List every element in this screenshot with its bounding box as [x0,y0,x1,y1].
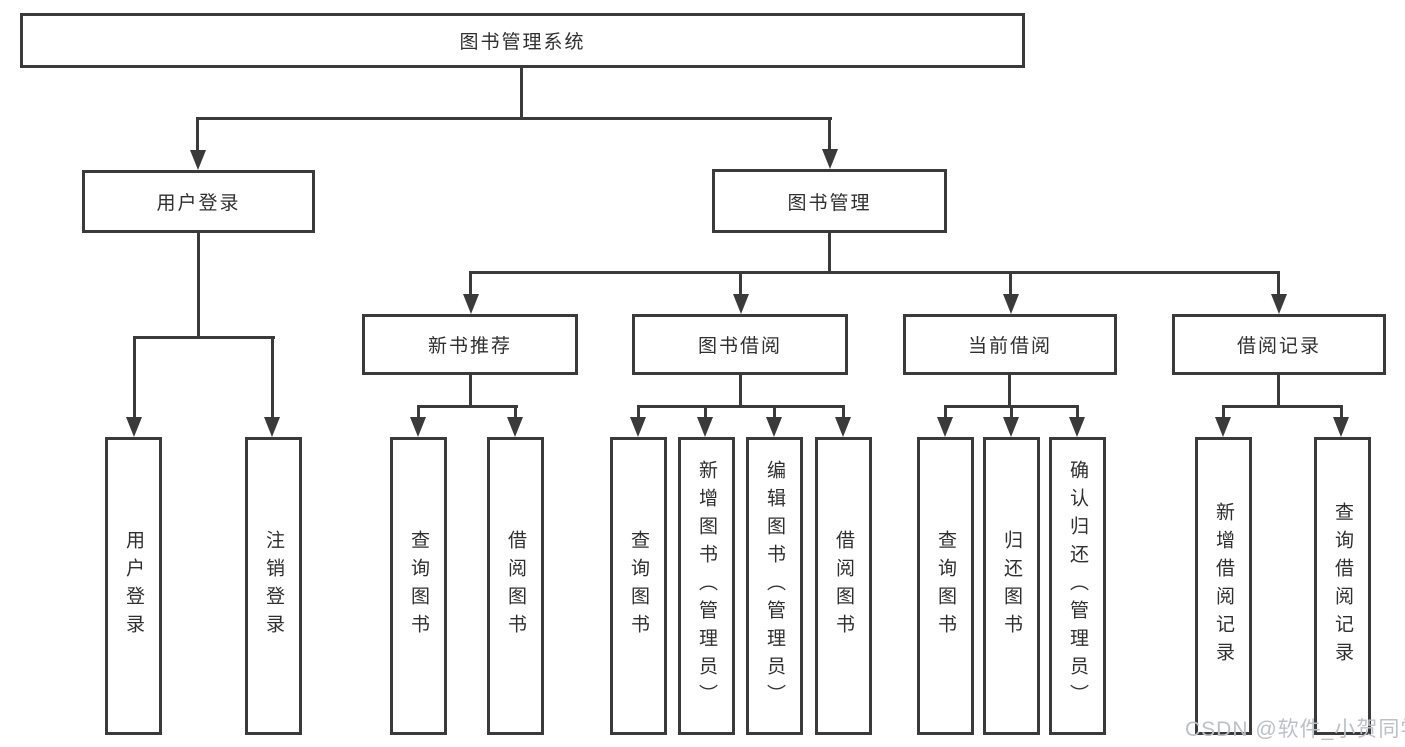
node-label: 注销登录 [263,530,284,642]
node-label: 确认归还（管理员） [1067,460,1088,712]
node-leaf-borrow-books: 借阅图书 [815,437,872,735]
connector-line [1008,375,1011,408]
node-user-login-branch: 用户登录 [82,170,315,233]
node-label: 借阅记录 [1236,336,1321,357]
arrow-down-icon [1333,417,1349,437]
node-leaf-return-books: 归还图书 [983,437,1040,735]
connector-line [271,336,274,418]
arrow-down-icon [1003,294,1019,314]
connector-line [196,117,832,120]
arrow-down-icon [507,417,523,437]
node-leaf-query-books-current: 查询图书 [917,437,974,735]
connector-line [417,405,420,419]
node-leaf-add-books-admin: 新增图书（管理员） [678,437,735,735]
arrow-down-icon [463,294,479,314]
node-borrowing-records: 借阅记录 [1172,314,1386,375]
node-label: 图书管理系统 [459,32,586,53]
node-library-management-system: 图书管理系统 [20,13,1025,68]
node-label: 查询图书 [628,530,649,642]
connector-line [828,233,831,274]
connector-line [1009,271,1012,297]
connector-line [417,405,518,408]
connector-line [1277,375,1280,408]
node-label: 新增图书（管理员） [696,460,717,712]
arrow-down-icon [264,417,280,437]
connector-line [133,336,275,339]
node-leaf-query-borrow-record: 查询借阅记录 [1314,437,1371,735]
node-leaf-borrow-books-recommend: 借阅图书 [487,437,544,735]
arrow-down-icon [630,417,646,437]
arrow-down-icon [190,150,206,170]
connector-line [828,117,831,150]
node-label: 图书管理 [787,192,872,214]
node-book-borrowing: 图书借阅 [632,314,848,375]
node-label: 借阅图书 [833,530,854,642]
arrow-down-icon [822,149,838,169]
connector-line [520,68,523,120]
connector-line [469,375,472,408]
connector-line [704,405,707,419]
connector-line [469,271,472,297]
node-label: 借阅图书 [505,530,526,642]
connector-line [514,405,517,419]
connector-line [1222,405,1343,408]
watermark: CSDN @软件_小贺同学 [1185,718,1405,741]
connector-line [739,271,742,297]
connector-line [1277,271,1280,297]
node-leaf-edit-books-admin: 编辑图书（管理员） [746,437,803,735]
node-current-borrowing: 当前借阅 [903,314,1117,375]
arrow-down-icon [766,417,782,437]
arrow-down-icon [733,294,749,314]
arrow-down-icon [1215,417,1231,437]
connector-line [842,405,845,419]
node-leaf-query-books-borrowing: 查询图书 [610,437,667,735]
node-label: 查询借阅记录 [1332,502,1353,670]
node-label: 用户登录 [156,193,241,214]
arrow-down-icon [1003,417,1019,437]
connector-line [1222,405,1225,419]
connector-line [197,233,200,339]
arrow-down-icon [410,417,426,437]
connector-line [637,405,640,419]
node-label: 编辑图书（管理员） [764,460,785,712]
connector-line [637,405,845,408]
node-label: 图书借阅 [697,336,782,357]
connector-line [1010,405,1013,419]
connector-line [773,405,776,419]
node-label: 新增借阅记录 [1213,502,1234,670]
connector-line [469,271,1280,274]
node-label: 查询图书 [408,530,429,642]
connector-line [133,336,136,418]
node-label: 当前借阅 [967,336,1052,357]
node-leaf-add-borrow-record: 新增借阅记录 [1195,437,1252,735]
node-leaf-query-books-recommend: 查询图书 [390,437,447,735]
arrow-down-icon [1271,294,1287,314]
node-label: 新书推荐 [427,336,512,357]
node-book-management-branch: 图书管理 [712,169,947,233]
arrow-down-icon [835,417,851,437]
node-leaf-confirm-return-admin: 确认归还（管理员） [1049,437,1106,735]
node-label: 查询图书 [935,530,956,642]
arrow-down-icon [937,417,953,437]
arrow-down-icon [126,417,142,437]
connector-line [196,117,199,151]
connector-line [739,375,742,408]
connector-line [1076,405,1079,419]
node-leaf-logout: 注销登录 [245,437,302,735]
node-label: 用户登录 [123,530,144,642]
node-label: 归还图书 [1001,530,1022,642]
arrow-down-icon [697,417,713,437]
arrow-down-icon [1069,417,1085,437]
node-new-book-recommendation: 新书推荐 [362,314,578,375]
connector-line [1340,405,1343,419]
connector-line [944,405,947,419]
node-leaf-user-login: 用户登录 [105,437,162,735]
